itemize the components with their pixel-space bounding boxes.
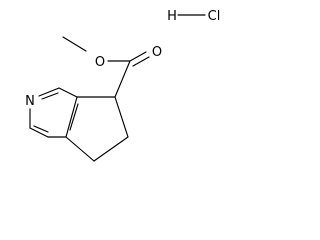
cyclopentane-ring	[65, 96, 129, 162]
chemical-structure-drawing: H Cl O O N	[25, 9, 220, 162]
carbonyl-double-bond-a	[129, 51, 147, 62]
pyridine-bond-c3-c4	[29, 127, 49, 138]
carbonyl-double-bond-b	[132, 56, 150, 67]
ring-bond-c6-c5	[93, 136, 129, 162]
salt-hydrogen-label: H	[167, 9, 177, 24]
pyridine-bond-c4a-c7a-inner	[69, 103, 79, 131]
ring-bond-c5-c4a	[65, 136, 95, 162]
ring-bond-c7-c6	[114, 96, 129, 138]
pyridine-bond-c1-n2-outer	[38, 87, 60, 97]
methyl-ester-group: O O	[62, 36, 162, 98]
ring-nitrogen-label: N	[25, 94, 35, 109]
pyridine-bond-c1-n2-inner	[41, 92, 59, 100]
methyl-to-oxygen-bond	[62, 36, 87, 52]
ester-oxygen-label: O	[95, 55, 105, 70]
pyridine-bond-c3-c4-inner	[33, 125, 49, 133]
carbonyl-oxygen-label: O	[152, 45, 162, 60]
pyridine-bond-c7a-c1	[58, 87, 78, 98]
salt-chlorine-label: Cl	[208, 9, 221, 24]
hydrochloride-salt: H Cl	[167, 9, 220, 24]
carbonyl-to-ring-bond	[114, 60, 131, 98]
pyridine-bond-c4a-c7a	[65, 96, 78, 138]
pyridine-ring: N	[25, 87, 79, 138]
